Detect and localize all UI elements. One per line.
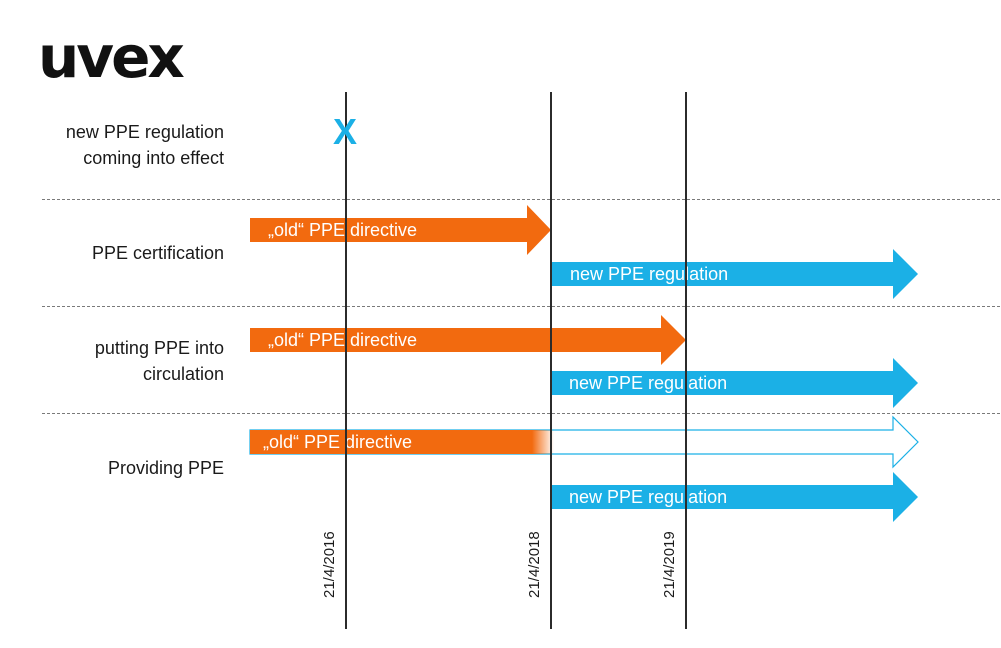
old-directive-label: „old“ PPE directive [268, 330, 418, 350]
new-regulation-label: new PPE regulation [570, 264, 729, 284]
row-label-line: putting PPE into [94, 338, 224, 358]
new-regulation-arrow [551, 249, 918, 299]
regulation-effect-marker: X [333, 111, 358, 152]
timeline-line-2016 [345, 92, 347, 629]
new-regulation-arrow [551, 358, 918, 408]
row-divider [42, 306, 1000, 307]
row-label-line: circulation [142, 364, 224, 384]
old-directive-label: „old“ PPE directive [263, 432, 413, 452]
row-label-line: PPE certification [91, 243, 224, 263]
new-regulation-arrow [551, 472, 918, 522]
old-directive-arrow [250, 315, 686, 365]
row-label-providing: Providing PPE [108, 455, 224, 481]
old-directive-label: „old“ PPE directive [268, 220, 418, 240]
timeline-line-2019 [685, 92, 687, 629]
date-label-2019: 21/4/2019 [661, 531, 678, 598]
row-divider [42, 413, 1000, 414]
row-label-certification: PPE certification [92, 240, 224, 266]
row-label-regulation-effect: new PPE regulation coming into effect [66, 119, 224, 171]
row-label-line: coming into effect [83, 148, 224, 168]
row-label-circulation: putting PPE into circulation [95, 335, 224, 387]
old-directive-arrow [250, 205, 551, 255]
old-directive-fade [532, 430, 554, 454]
new-regulation-label: new PPE regulation [569, 373, 728, 393]
uvex-logo: uvex [38, 23, 185, 91]
row-label-line: new PPE regulation [65, 122, 224, 142]
timeline-line-2018 [550, 92, 552, 629]
date-label-2016: 21/4/2016 [321, 531, 338, 598]
new-regulation-label: new PPE regulation [569, 487, 728, 507]
old-directive-bar [250, 430, 532, 454]
row-label-line: Providing PPE [107, 458, 224, 478]
date-label-2018: 21/4/2018 [526, 531, 543, 598]
row-divider [42, 199, 1000, 200]
